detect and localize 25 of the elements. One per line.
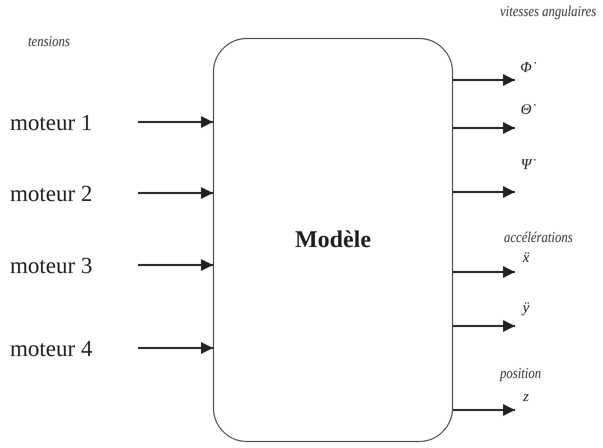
arrow xyxy=(138,342,213,354)
model-box: Modèle xyxy=(213,38,453,442)
input-label: moteur 2 xyxy=(10,179,115,209)
group-label: vitesses angulaires xyxy=(500,4,596,21)
output-symbol: ÿ xyxy=(515,296,537,320)
output-symbol: z xyxy=(515,385,537,409)
input-label: moteur 4 xyxy=(10,334,115,364)
group-label: position xyxy=(500,366,542,383)
arrow xyxy=(138,116,213,128)
arrow xyxy=(453,404,515,416)
arrow xyxy=(453,186,515,198)
arrow xyxy=(138,259,213,271)
arrow xyxy=(453,320,515,332)
input-label: moteur 1 xyxy=(10,108,115,138)
output-symbol: Φ̇ xyxy=(515,56,537,80)
input-label: moteur 3 xyxy=(10,251,115,281)
output-symbol: Ψ̇ xyxy=(515,153,537,177)
group-label: tensions xyxy=(28,34,70,51)
arrow xyxy=(453,74,515,86)
output-symbol: Θ̇ xyxy=(515,98,537,122)
arrow xyxy=(453,266,515,278)
group-label: accélérations xyxy=(504,230,573,247)
arrow xyxy=(138,187,213,199)
output-symbol: ẍ xyxy=(515,246,537,270)
arrow xyxy=(453,122,515,134)
